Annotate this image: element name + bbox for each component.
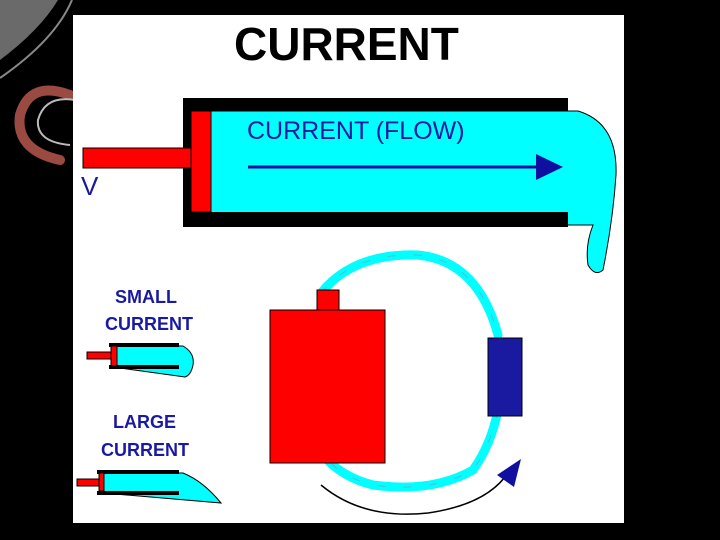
large-current-label-line1: LARGE bbox=[113, 412, 176, 432]
corner-swirl-decoration bbox=[0, 0, 76, 165]
resistor bbox=[487, 337, 523, 417]
flow-arrow-head bbox=[536, 154, 563, 180]
current-diagram: CURRENT V CURRENT (FLOW) SMALL CURRENT bbox=[73, 15, 624, 523]
small-piston-head bbox=[110, 345, 118, 367]
piston-rod bbox=[82, 147, 192, 169]
circuit-flow-arrow-head bbox=[497, 459, 521, 487]
main-pipe: V CURRENT (FLOW) bbox=[81, 98, 617, 274]
small-current-label-line1: SMALL bbox=[115, 287, 177, 307]
small-piston-rod bbox=[86, 351, 112, 360]
piston-label: V bbox=[81, 171, 99, 201]
large-piston-rod bbox=[76, 478, 102, 487]
pipe-top-wall bbox=[183, 98, 568, 111]
circuit-flow-arrow-line bbox=[320, 476, 506, 515]
battery bbox=[269, 309, 386, 464]
large-pipe-water bbox=[102, 472, 223, 504]
small-pipe-bottom-wall bbox=[109, 365, 179, 369]
flow-label: CURRENT (FLOW) bbox=[247, 117, 465, 145]
circuit bbox=[269, 250, 523, 515]
diagram-title: CURRENT bbox=[234, 18, 459, 70]
water-outflow bbox=[207, 110, 617, 274]
battery-terminal bbox=[316, 289, 340, 311]
large-current-example: LARGE CURRENT bbox=[76, 412, 223, 504]
large-current-label-line2: CURRENT bbox=[101, 440, 189, 460]
pipe-bottom-wall bbox=[183, 212, 568, 227]
piston-head bbox=[190, 110, 212, 213]
large-pipe-bottom-wall bbox=[97, 491, 179, 495]
small-current-label-line2: CURRENT bbox=[105, 314, 193, 334]
small-current-example: SMALL CURRENT bbox=[86, 287, 194, 378]
large-piston-head bbox=[98, 472, 105, 492]
small-pipe-water bbox=[112, 345, 194, 378]
large-pipe-top-wall bbox=[97, 470, 179, 474]
small-pipe-top-wall bbox=[109, 343, 179, 347]
circuit-water-loop-outline bbox=[320, 254, 499, 488]
